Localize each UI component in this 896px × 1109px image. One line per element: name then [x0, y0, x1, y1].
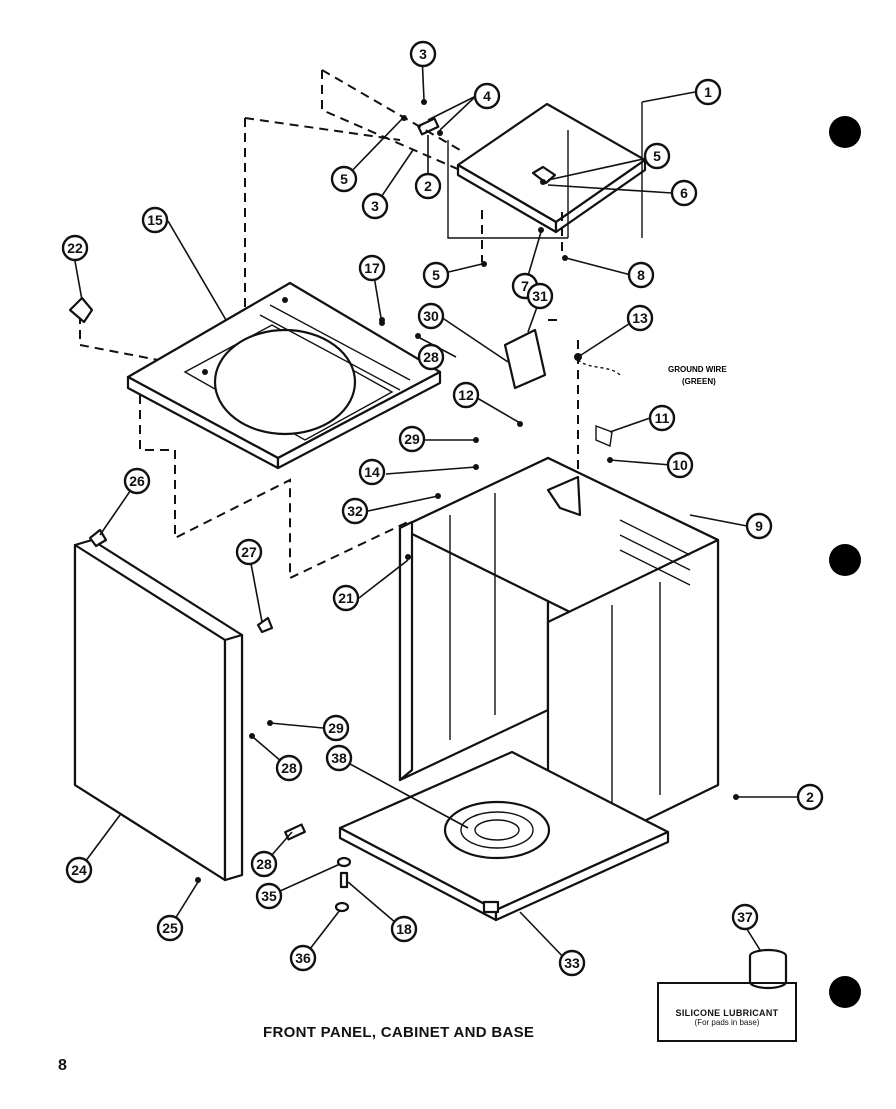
callout-22: 22: [61, 234, 89, 262]
ground-wire-color: (GREEN): [682, 377, 716, 386]
ground-wire-label: GROUND WIRE: [668, 365, 727, 374]
callout-number: 3: [419, 46, 427, 62]
callout-number: 14: [364, 464, 380, 480]
callout-8: 8: [627, 261, 655, 289]
callout-number: 27: [241, 544, 257, 560]
callout-28: 28: [417, 343, 445, 371]
callout-5: 5: [643, 142, 671, 170]
callout-38: 38: [325, 744, 353, 772]
callout-6: 6: [670, 179, 698, 207]
silicone-lubricant-box: SILICONE LUBRICANT (For pads in base): [657, 982, 797, 1042]
callout-number: 11: [655, 410, 670, 426]
callout-14: 14: [358, 458, 386, 486]
callout-number: 2: [424, 178, 432, 194]
callout-number: 29: [404, 431, 420, 447]
callout-number: 5: [340, 171, 348, 187]
callout-28: 28: [275, 754, 303, 782]
callout-number: 30: [423, 308, 439, 324]
callout-36: 36: [289, 944, 317, 972]
callout-number: 3: [371, 198, 379, 214]
callout-3: 3: [361, 192, 389, 220]
callout-18: 18: [390, 915, 418, 943]
page-number: 8: [58, 1057, 67, 1074]
callout-number: 28: [423, 349, 439, 365]
callout-group: 1223345556789101112131415171821222425262…: [61, 40, 824, 977]
callout-9: 9: [745, 512, 773, 540]
cabinet-top: [126, 281, 442, 470]
callout-number: 21: [338, 590, 354, 606]
hardware: [68, 296, 788, 990]
callout-24: 24: [65, 856, 93, 884]
callout-number: 5: [653, 148, 661, 164]
callout-number: 37: [737, 909, 753, 925]
base: [338, 750, 670, 922]
callout-number: 8: [637, 267, 645, 283]
callout-number: 7: [521, 278, 529, 294]
callout-37: 37: [731, 903, 759, 931]
callout-number: 35: [261, 888, 277, 904]
callout-25: 25: [156, 914, 184, 942]
callout-27: 27: [235, 538, 263, 566]
callout-13: 13: [626, 304, 654, 332]
callout-number: 31: [532, 288, 548, 304]
callout-number: 32: [347, 503, 363, 519]
callout-number: 13: [632, 310, 648, 326]
callout-29: 29: [322, 714, 350, 742]
callout-number: 17: [364, 260, 380, 276]
callout-number: 24: [71, 862, 87, 878]
callout-5: 5: [422, 261, 450, 289]
binder-hole: [829, 544, 861, 576]
callout-number: 33: [564, 955, 580, 971]
binder-hole: [829, 976, 861, 1008]
lubricant-note: (For pads in base): [694, 1018, 760, 1027]
cabinet: [398, 456, 720, 870]
callout-35: 35: [255, 882, 283, 910]
callout-number: 2: [806, 789, 814, 805]
callout-number: 5: [432, 267, 440, 283]
callout-11: 11: [648, 404, 676, 432]
callout-33: 33: [558, 949, 586, 977]
binder-hole: [829, 116, 861, 148]
lubricant-label: SILICONE LUBRICANT: [675, 1008, 779, 1018]
callout-number: 28: [256, 856, 272, 872]
callout-number: 29: [328, 720, 344, 736]
callout-number: 36: [295, 950, 311, 966]
callout-number: 1: [704, 84, 712, 100]
callout-number: 38: [331, 750, 347, 766]
callout-number: 10: [672, 457, 688, 473]
top-cover: [447, 102, 647, 239]
callout-number: 25: [162, 920, 178, 936]
callout-number: 15: [147, 212, 163, 228]
front-panel: [73, 538, 244, 882]
callout-number: 9: [755, 518, 763, 534]
callout-number: 22: [67, 240, 83, 256]
callout-2: 2: [796, 783, 824, 811]
callout-3: 3: [409, 40, 437, 68]
callout-2: 2: [414, 172, 442, 200]
callout-32: 32: [341, 497, 369, 525]
callout-15: 15: [141, 206, 169, 234]
callout-number: 6: [680, 185, 688, 201]
callout-12: 12: [452, 381, 480, 409]
callout-30: 30: [417, 302, 445, 330]
callout-10: 10: [666, 451, 694, 479]
callout-5: 5: [330, 165, 358, 193]
callout-4: 4: [473, 82, 501, 110]
callout-26: 26: [123, 467, 151, 495]
diagram-caption: FRONT PANEL, CABINET AND BASE: [263, 1024, 535, 1041]
callout-17: 17: [358, 254, 386, 282]
callout-number: 26: [129, 473, 145, 489]
callout-number: 28: [281, 760, 297, 776]
callout-21: 21: [332, 584, 360, 612]
callout-number: 4: [483, 88, 491, 104]
callout-29: 29: [398, 425, 426, 453]
callout-number: 12: [458, 387, 474, 403]
callout-1: 1: [694, 78, 722, 106]
callout-28: 28: [250, 850, 278, 878]
callout-number: 18: [396, 921, 412, 937]
callout-31: 31: [526, 282, 554, 310]
